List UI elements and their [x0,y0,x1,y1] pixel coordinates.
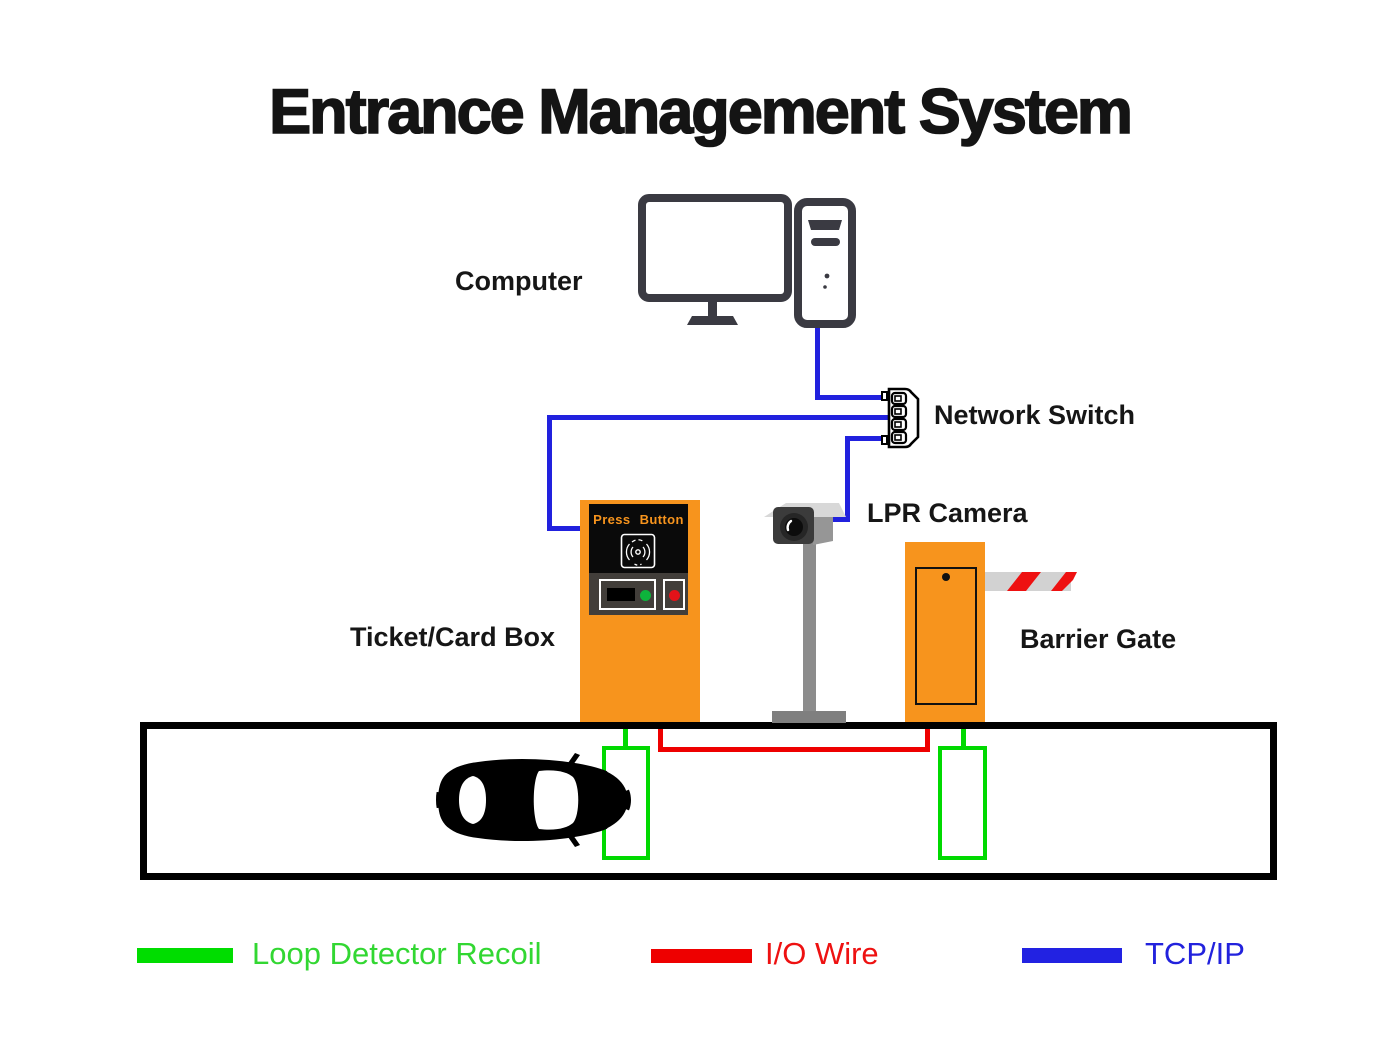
card-reader [599,579,656,610]
legend-label-loop: Loop Detector Recoil [252,936,542,971]
page-title: Entrance Management System [268,76,1133,148]
kiosk-reader-panel [589,573,688,615]
loop-detector-right [938,746,987,860]
reader-green-led [640,590,651,601]
kiosk-screen-text: Press Button [593,512,684,527]
legend-swatch-tcpip [1022,948,1122,963]
barrier-lock-dot [942,573,950,581]
io-wire-horizontal [658,747,930,752]
car-icon [435,753,631,847]
camera-pole [803,542,816,714]
road-lane [140,722,1277,880]
legend-label-tcpip: TCP/IP [1145,936,1245,971]
kiosk-screen: Press Button [589,504,688,574]
computer-icon [638,194,856,328]
card-slot [607,588,635,601]
loop-wire-right [961,718,966,749]
tcpip-wire-kiosk-vertical [547,415,552,531]
barrier-door [915,567,977,705]
tcpip-wire-camera-horizontal [845,436,889,441]
loop-wire-left [623,718,628,749]
tcpip-wire-computer-horizontal [815,395,889,400]
push-button [663,579,685,610]
camera-base [772,711,846,723]
tcpip-wire-camera-stub [828,517,850,522]
ticket-card-box-label: Ticket/Card Box [350,622,556,652]
tcpip-wire-camera-vertical [845,436,850,522]
io-wire-left-vertical [658,718,663,752]
network-switch-icon [881,387,920,449]
legend-swatch-io [651,949,752,963]
button-red-led [669,590,680,601]
lpr-camera-icon [764,503,846,545]
io-wire-right-vertical [925,718,930,752]
ticket-card-box: Press Button [580,500,700,722]
tcpip-wire-kiosk-stub [547,526,585,531]
intercom-speaker-icon [620,533,656,569]
barrier-arm-icon [985,572,1077,591]
legend-swatch-loop [137,948,233,963]
tcpip-wire-computer-vertical [815,320,820,398]
barrier-gate-label: Barrier Gate [1020,624,1177,654]
lpr-camera-label: LPR Camera [867,498,1028,528]
tcpip-wire-kiosk-horizontal [547,415,889,420]
computer-label: Computer [455,266,583,296]
barrier-gate-cabinet [905,542,985,722]
network-switch-label: Network Switch [934,400,1136,430]
legend-label-io: I/O Wire [765,936,879,971]
